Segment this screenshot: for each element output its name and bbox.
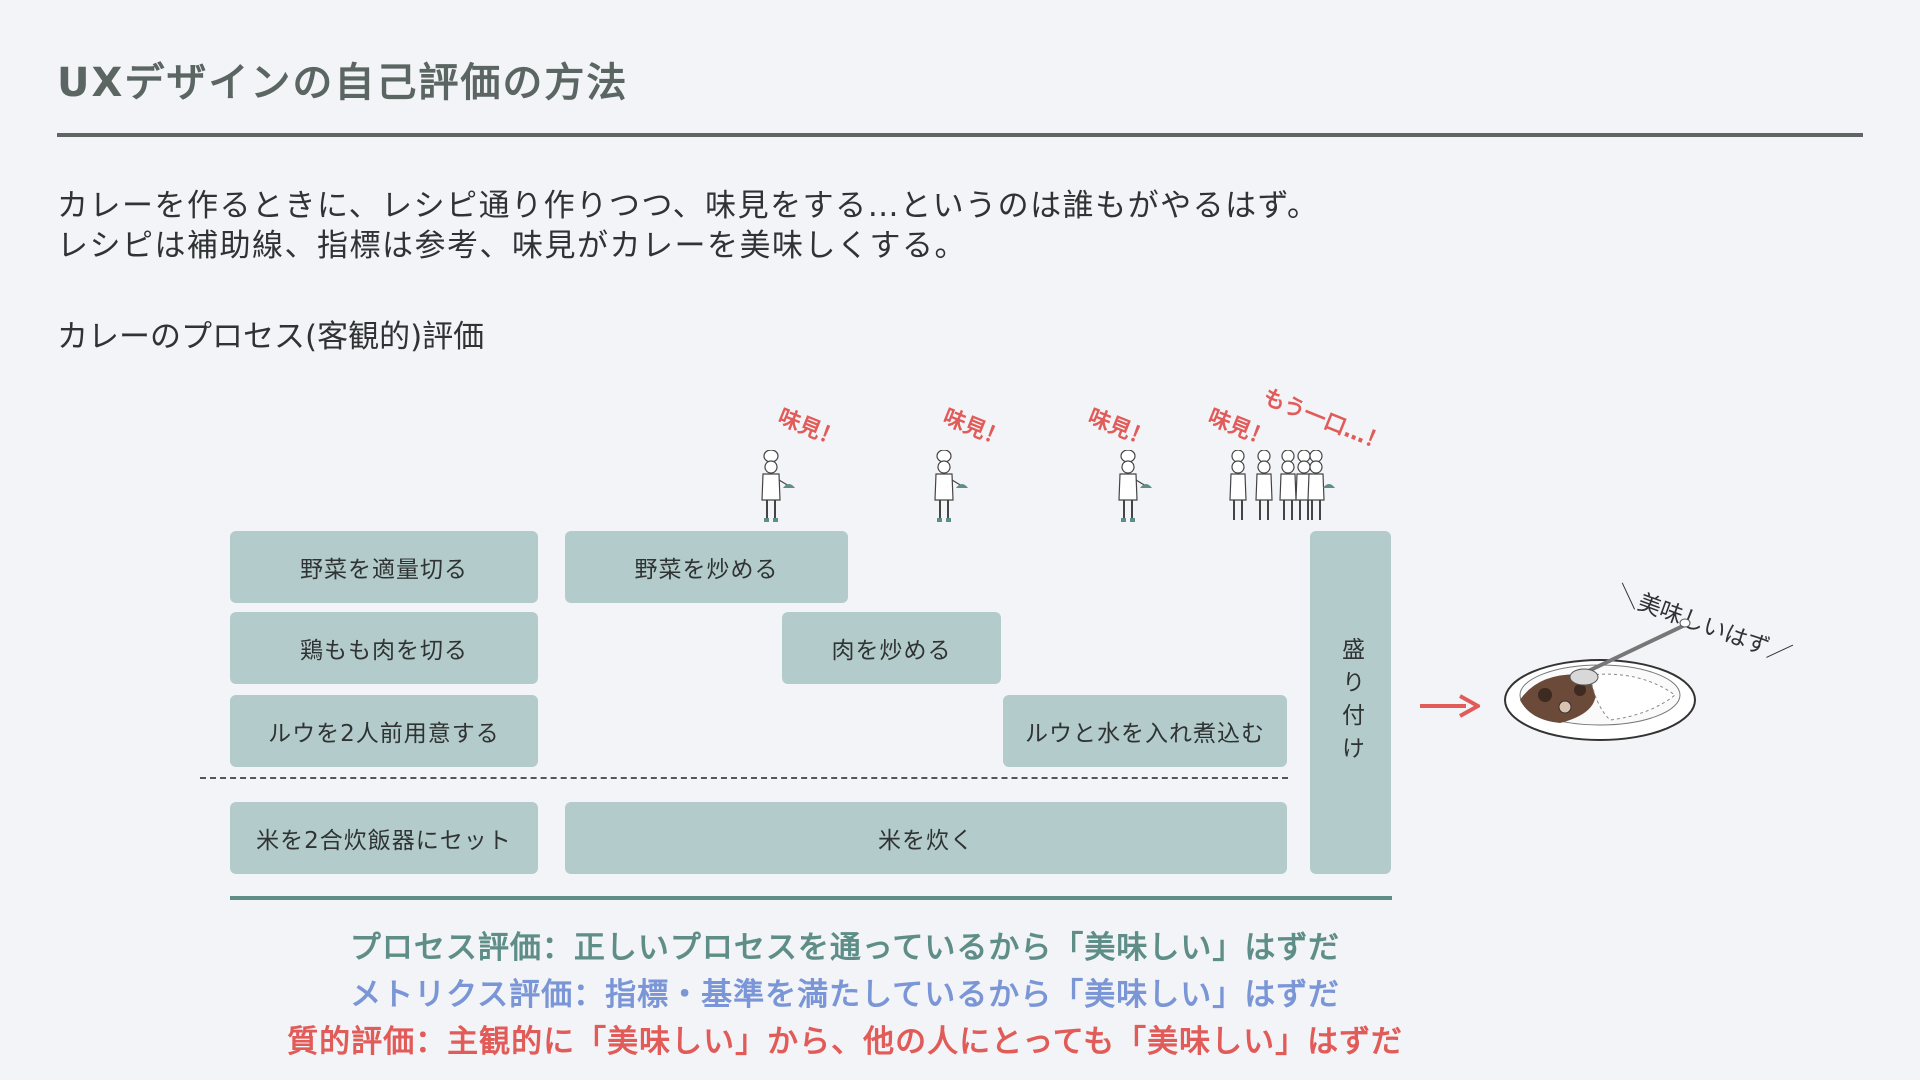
rice-divider — [200, 777, 1288, 779]
process-evaluation: プロセス評価：正しいプロセスを通っているから「美味しい」はずだ — [349, 930, 1341, 966]
title-divider — [57, 133, 1863, 137]
taste-label-1: 味見！ — [774, 404, 845, 453]
intro-line-1: カレーを作るときに、レシピ通り作りつつ、味見をする…というのは誰もがやるはず。 — [57, 188, 1320, 224]
page-title: UXデザインの自己評価の方法 — [57, 60, 629, 106]
chef-icon — [934, 450, 968, 522]
curry-plate-icon — [1504, 618, 1696, 741]
step-serve: 盛り付け — [1310, 531, 1391, 874]
taste-label-3: 味見！ — [1084, 404, 1155, 453]
step-cut-chicken: 鶏もも肉を切る — [230, 612, 538, 684]
intro-line-2: レシピは補助線、指標は参考、味見がカレーを美味しくする。 — [57, 228, 967, 264]
chef-icon — [1118, 450, 1152, 522]
chef-icon — [761, 450, 795, 522]
arrow-right-icon — [1420, 694, 1480, 718]
step-simmer: ルウと水を入れ煮込む — [1003, 695, 1287, 767]
taste-label-2: 味見！ — [939, 404, 1010, 453]
step-fry-vegetables: 野菜を炒める — [565, 531, 848, 603]
step-fry-meat: 肉を炒める — [782, 612, 1001, 684]
one-more-bite-label: もう一口…！ — [1259, 384, 1391, 458]
step-cut-vegetables: 野菜を適量切る — [230, 531, 538, 603]
qualitative-evaluation: 質的評価：主観的に「美味しい」から、他の人にとっても「美味しい」はずだ — [287, 1024, 1403, 1060]
step-cook-rice: 米を炊く — [565, 802, 1287, 874]
step-prepare-roux: ルウを2人前用意する — [230, 695, 538, 767]
chef-group-icon — [1229, 450, 1335, 520]
step-set-rice: 米を2合炊飯器にセット — [230, 802, 538, 874]
process-baseline — [230, 896, 1392, 900]
metrics-evaluation: メトリクス評価：指標・基準を満たしているから「美味しい」はずだ — [350, 977, 1340, 1013]
process-subheading: カレーのプロセス(客観的)評価 — [57, 319, 485, 355]
